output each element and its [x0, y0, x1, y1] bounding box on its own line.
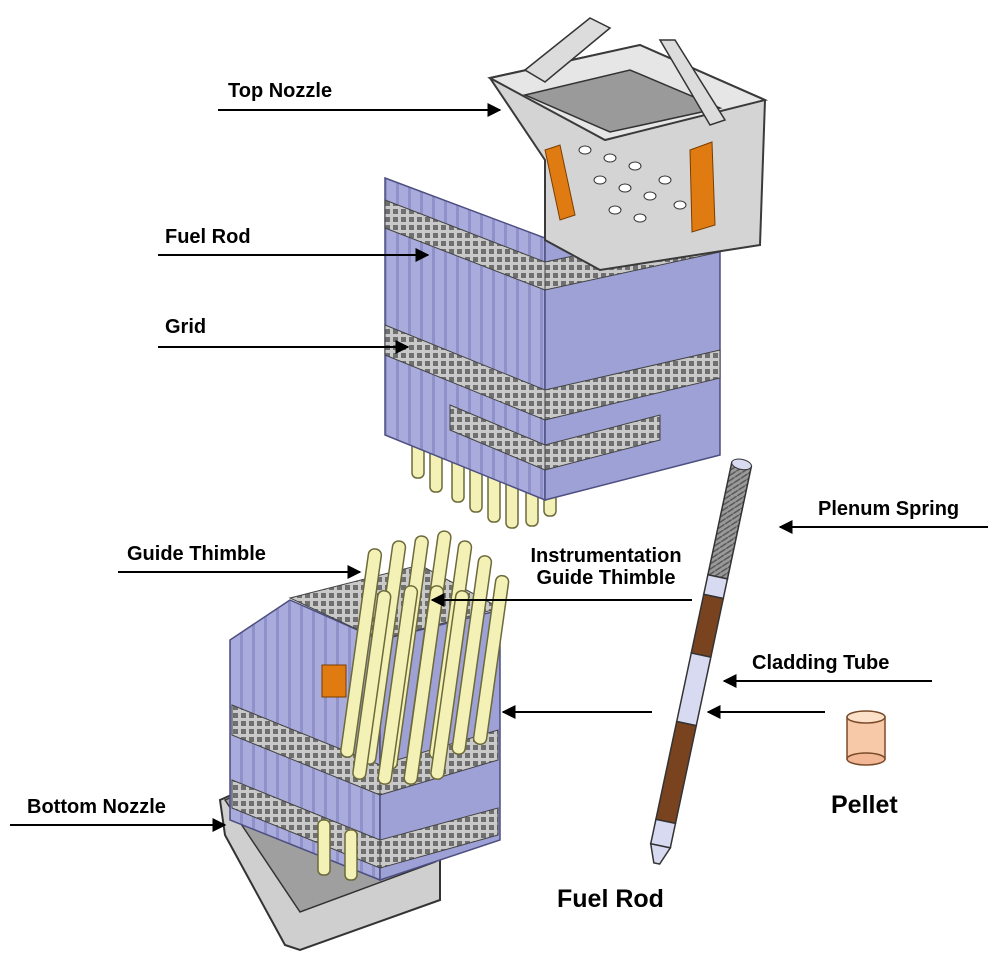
- lower-guide-thimbles: [317, 530, 510, 881]
- label-fuel-rod-title: Fuel Rod: [557, 885, 664, 913]
- label-cladding-tube: Cladding Tube: [752, 652, 890, 674]
- fuel-rod-clad-cutaway: [675, 652, 712, 727]
- label-grid: Grid: [165, 316, 207, 338]
- fuel-rod-pellets-1: [690, 593, 725, 659]
- fuel-rod-top-cap: [731, 458, 752, 471]
- label-bottom-nozzle: Bottom Nozzle: [27, 796, 166, 818]
- fuel-rod-bottom-plug: [649, 842, 672, 865]
- lower-orange-insert: [321, 664, 347, 698]
- label-fuel-rod: Fuel Rod: [165, 226, 251, 248]
- fuel-rod-detail: [649, 458, 753, 865]
- label-instrumentation-guide-thimble: Instrumentation Guide Thimble: [516, 545, 696, 589]
- fuel-rod-pellets-2: [655, 720, 698, 825]
- label-instrumentation-line-1: Instrumentation: [530, 545, 682, 567]
- top-nozzle-orange-spring-right: [689, 141, 716, 233]
- leader-lines: [10, 103, 988, 832]
- fuel-rod-plenum-spring: [707, 461, 753, 580]
- top-nozzle-orange-spring-left: [544, 144, 576, 221]
- label-top-nozzle: Top Nozzle: [228, 80, 333, 102]
- fuel-rod-bottom-end: [649, 818, 677, 849]
- top-nozzle-handle-right: [658, 39, 727, 126]
- upper-grid-2-right: [544, 349, 721, 421]
- label-pellet: Pellet: [831, 791, 898, 819]
- label-guide-thimble: Guide Thimble: [127, 543, 266, 565]
- lower-grid-2-right: [379, 807, 499, 869]
- pellet-illustration: [846, 710, 886, 766]
- top-nozzle-handle-left: [523, 17, 612, 83]
- lower-assembly: [218, 530, 510, 952]
- top-nozzle-plate-holes: [578, 145, 687, 223]
- label-plenum-spring: Plenum Spring: [818, 498, 960, 520]
- top-nozzle-hole: [522, 69, 723, 133]
- upper-grid-3-right: [544, 414, 661, 471]
- label-instrumentation-line-2: Guide Thimble: [536, 567, 676, 589]
- upper-assembly: [384, 17, 769, 529]
